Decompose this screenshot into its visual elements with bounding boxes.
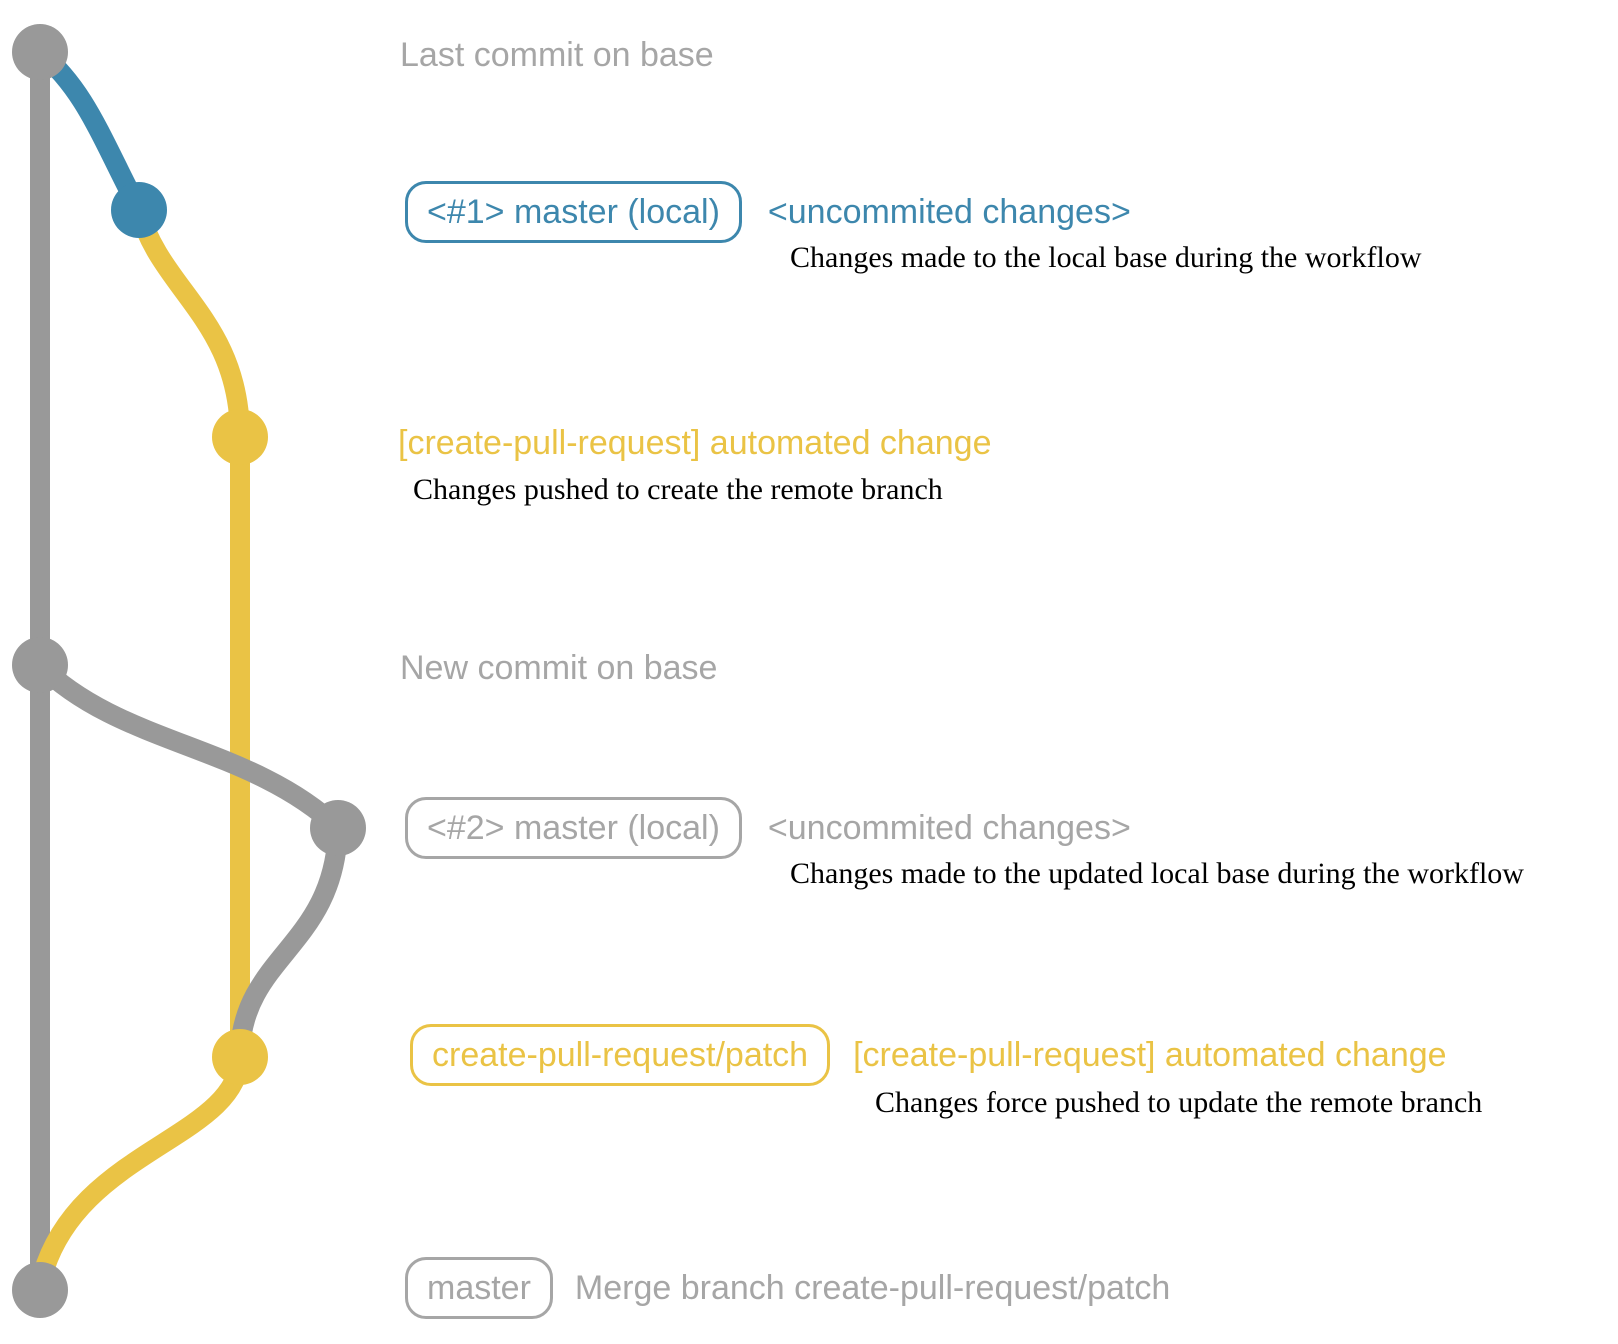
description-patch-branch: Changes force pushed to update the remot… xyxy=(875,1086,1483,1119)
branch-curve-patch-to-merge xyxy=(30,1055,250,1288)
automated-change-label-1: [create-pull-request] automated change xyxy=(398,424,992,462)
description-local-2: Changes made to the updated local base d… xyxy=(790,857,1524,890)
uncommitted-changes-label-2: <uncommited changes> xyxy=(767,809,1131,847)
label-row-automated-1: [create-pull-request] automated change xyxy=(398,423,991,463)
commit-node-uncommitted-changes-1 xyxy=(111,182,167,238)
branch-curve-local1-to-patch xyxy=(129,207,250,438)
label-row-new-commit: New commit on base xyxy=(400,648,717,688)
label-row-last-commit: Last commit on base xyxy=(400,35,714,75)
label-row-local-1: <#1> master (local) <uncommited changes> xyxy=(405,181,1131,243)
label-row-patch-branch: create-pull-request/patch [create-pull-r… xyxy=(410,1024,1447,1086)
branch-badge-create-pull-request-patch: create-pull-request/patch xyxy=(410,1024,831,1086)
uncommitted-changes-label-1: <uncommited changes> xyxy=(767,193,1131,231)
description-local-1: Changes made to the local base during th… xyxy=(790,241,1422,274)
commit-graph xyxy=(12,24,366,1318)
commit-node-automated-change-1 xyxy=(212,409,268,465)
commit-node-uncommitted-changes-2 xyxy=(310,800,366,856)
commit-node-automated-change-2 xyxy=(212,1029,268,1085)
new-commit-label: New commit on base xyxy=(400,649,718,687)
branch-curve-newbase-to-local2 xyxy=(32,657,345,836)
merge-commit-label: Merge branch create-pull-request/patch xyxy=(574,1269,1171,1307)
branch-badge-master-local-2: <#2> master (local) xyxy=(405,797,742,859)
commit-node-last-commit-on-base xyxy=(12,24,68,80)
automated-change-label-2: [create-pull-request] automated change xyxy=(853,1036,1447,1074)
label-row-local-2: <#2> master (local) <uncommited changes> xyxy=(405,797,1131,859)
branch-badge-master: master xyxy=(405,1257,553,1319)
description-automated-1: Changes pushed to create the remote bran… xyxy=(413,473,943,506)
commit-node-merge xyxy=(12,1262,68,1318)
branch-badge-master-local-1: <#1> master (local) xyxy=(405,181,742,243)
label-row-merge: master Merge branch create-pull-request/… xyxy=(405,1257,1170,1319)
branch-curve-local2-to-patch xyxy=(230,827,348,1051)
commit-node-new-commit-on-base xyxy=(12,637,68,693)
last-commit-label: Last commit on base xyxy=(400,36,714,74)
